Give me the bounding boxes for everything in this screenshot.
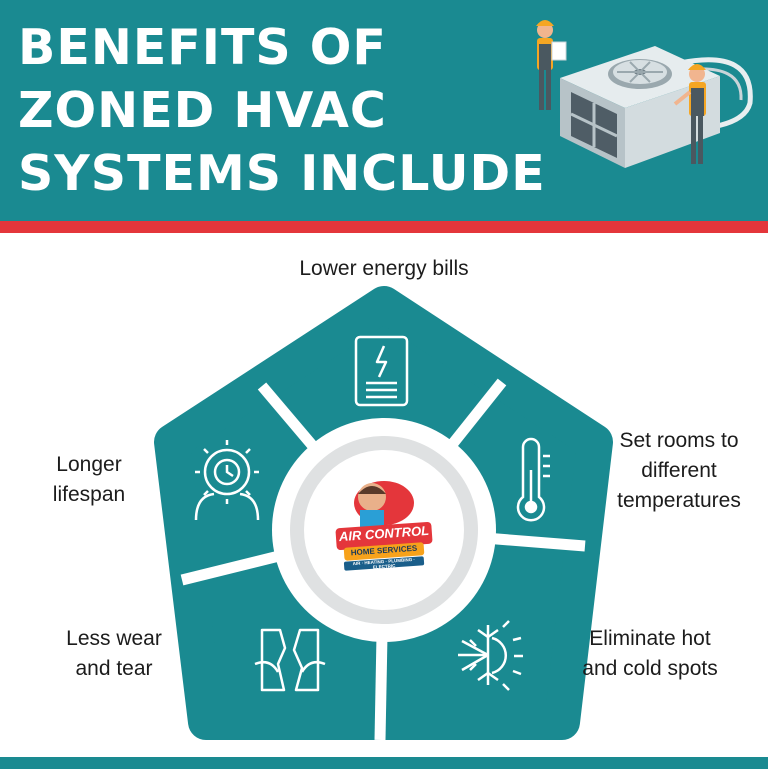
benefit-label: temperatures	[617, 489, 741, 512]
benefit-label: Eliminate hot	[589, 627, 711, 650]
benefit-set-rooms: Set rooms to different temperatures	[595, 426, 763, 516]
benefit-label: and tear	[75, 657, 153, 680]
benefit-lower-energy-bills: Lower energy bills	[260, 254, 508, 284]
hvac-technicians-illustration	[536, 20, 753, 168]
red-divider	[0, 221, 768, 233]
page-title: BENEFITS OF ZONED HVAC SYSTEMS INCLUDE	[18, 16, 546, 205]
hot-cold-icon	[458, 620, 523, 691]
benefit-label: Less wear	[66, 627, 162, 650]
technician-left	[536, 20, 567, 110]
benefit-longer-lifespan: Longer lifespan	[34, 450, 144, 510]
benefit-label: Set rooms to	[619, 429, 739, 452]
header-banner: BENEFITS OF ZONED HVAC SYSTEMS INCLUDE	[0, 0, 768, 221]
company-logo	[335, 481, 433, 571]
benefit-less-wear: Less wear and tear	[50, 624, 178, 684]
title-line-1: BENEFITS OF	[18, 19, 387, 76]
technician-right	[673, 64, 706, 164]
title-line-3: SYSTEMS INCLUDE	[18, 145, 546, 202]
thermometer-icon	[516, 437, 550, 522]
benefit-label: Longer	[56, 453, 122, 476]
title-line-2: ZONED HVAC	[18, 82, 387, 139]
benefit-label: lifespan	[52, 483, 126, 506]
benefit-eliminate-hot-cold: Eliminate hot and cold spots	[565, 624, 735, 684]
wear-tear-icon	[254, 628, 326, 692]
pipe-illustration	[679, 57, 753, 131]
benefit-label: Lower energy bills	[299, 257, 469, 280]
benefit-label: and cold spots	[582, 657, 718, 680]
benefits-pentagon	[154, 286, 613, 741]
footer-bar	[0, 757, 768, 769]
energy-bill-icon	[354, 335, 409, 407]
lifespan-icon	[194, 440, 260, 521]
benefit-label: different	[641, 459, 717, 482]
